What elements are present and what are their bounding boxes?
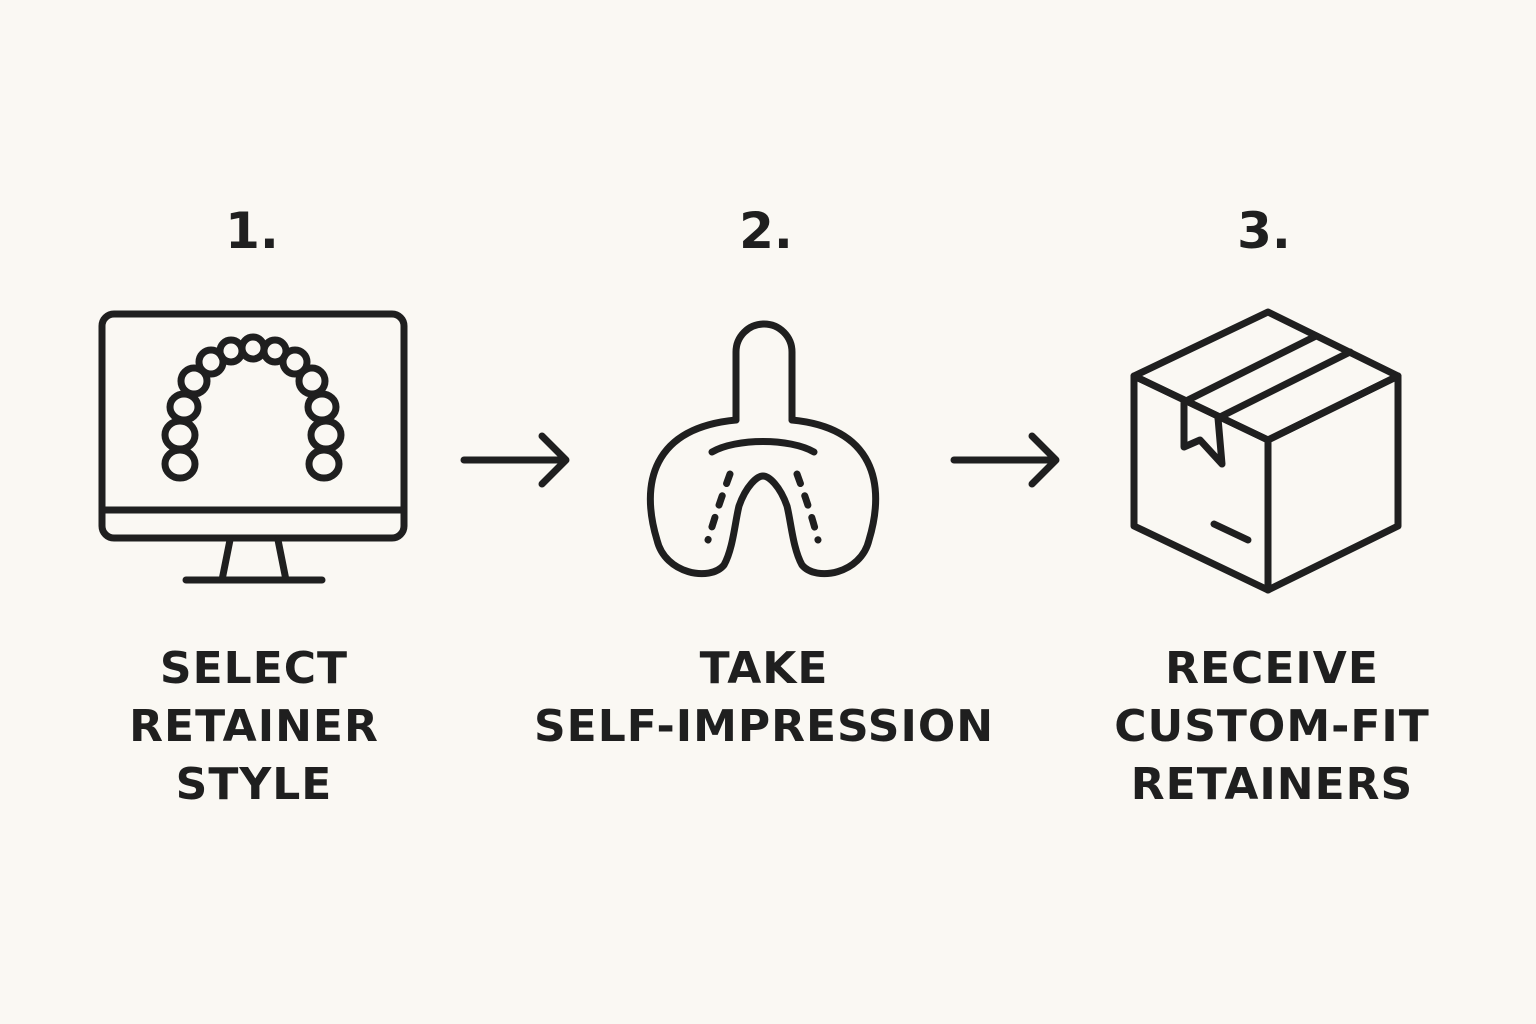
impression-tray-icon (646, 320, 880, 578)
step-3-label-line-3: RETAINERS (1130, 759, 1414, 810)
monitor-icon (98, 310, 408, 584)
step-2-label-line-1: TAKE (699, 643, 829, 694)
step-2-number: 2. (739, 202, 793, 260)
step-3-label-line-1: RECEIVE (1165, 643, 1379, 694)
dental-arch-icon (161, 333, 345, 482)
shipping-box-icon (1130, 308, 1402, 594)
step-1-number: 1. (225, 202, 279, 260)
step-2-label: TAKE SELF-IMPRESSION (504, 640, 1024, 756)
step-3-number: 3. (1237, 202, 1291, 260)
step-2-label-line-2: SELF-IMPRESSION (533, 701, 995, 752)
step-1-label-line-3: STYLE (175, 759, 333, 810)
monitor-dental-arch-icon (98, 310, 408, 584)
arrow-right-icon (950, 432, 1060, 488)
step-3-label-line-2: CUSTOM-FIT (1114, 701, 1430, 752)
arrow-right-icon (460, 432, 570, 488)
step-1-label-line-2: RETAINER (129, 701, 379, 752)
step-1-label-line-1: SELECT (159, 643, 349, 694)
step-1-label: SELECT RETAINER STYLE (0, 640, 514, 814)
step-3-label: RECEIVE CUSTOM-FIT RETAINERS (1012, 640, 1532, 814)
